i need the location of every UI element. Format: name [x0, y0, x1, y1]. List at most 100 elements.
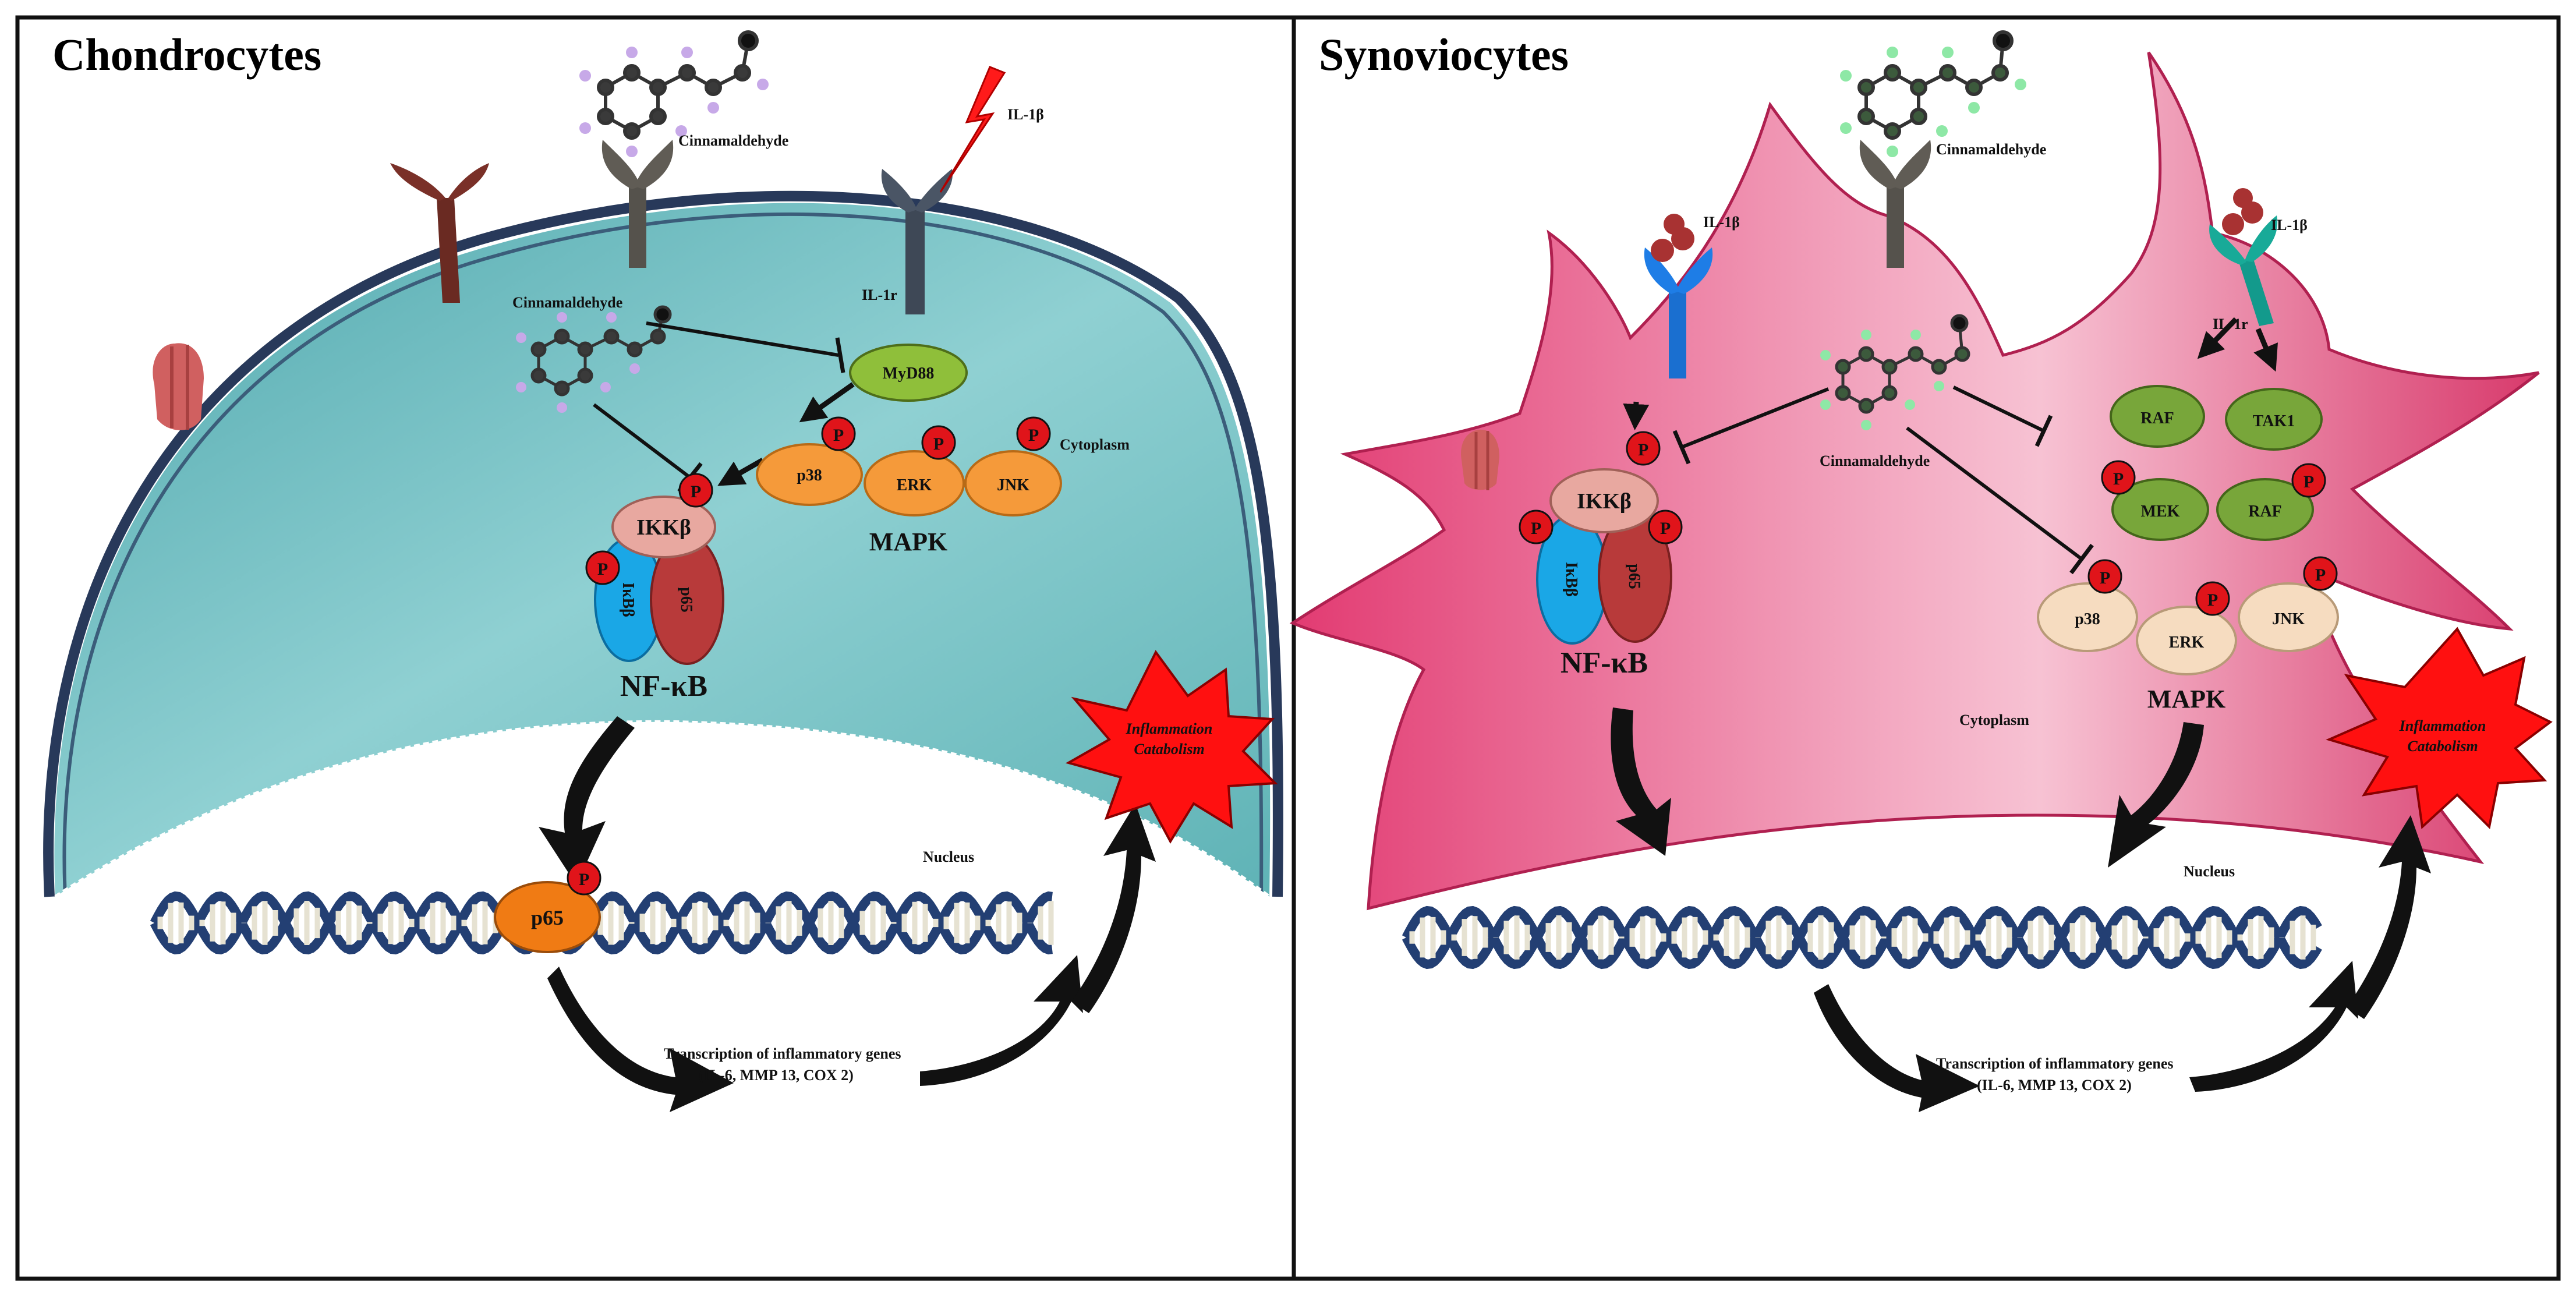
svg-text:Inflammation: Inflammation — [2399, 717, 2486, 734]
svg-text:RAF: RAF — [2140, 409, 2174, 427]
erk-node-right: ERK — [2136, 606, 2237, 675]
arrow-upregulation-to-inflammation-right — [2347, 815, 2431, 1019]
arrow-nfkb-to-nucleus-left — [539, 716, 635, 885]
inhibit-p38-line-right — [1906, 426, 2083, 561]
svg-text:p65: p65 — [677, 587, 695, 613]
svg-text:P: P — [579, 870, 589, 889]
inhibit-ikkb-bar-right — [1672, 430, 1691, 465]
chondrocyte-membrane-outer — [43, 190, 1283, 897]
svg-text:P: P — [2113, 469, 2124, 489]
inhibit-p38-bar-right — [2069, 543, 2094, 575]
receptor-left-brown — [390, 163, 489, 303]
p65-nuclear-node: p65 P — [494, 861, 601, 953]
phospho-p65-nuclear: P — [567, 861, 601, 896]
svg-text:IκBβ: IκBβ — [619, 582, 637, 617]
inhibit-ikkb-line — [593, 403, 691, 479]
arrow-transcription-to-upregulation-left — [920, 955, 1083, 1086]
svg-text:P: P — [1660, 519, 1671, 538]
arrow-nfkb-to-nucleus-right — [1611, 707, 1671, 856]
cinnamaldehyde-molecule-inner-right — [1820, 314, 1970, 430]
right-panel-frame — [1291, 15, 2561, 1281]
jnk-node-right: JNK — [2238, 582, 2339, 652]
tak1-node: TAK1 — [2225, 388, 2323, 451]
phospho-p65-right: P — [1648, 510, 1683, 544]
chondrocyte-nucleus — [55, 721, 1269, 1272]
svg-text:Catabolism: Catabolism — [1134, 741, 1204, 758]
inflammation-burst-right: Inflammation Catabolism — [2326, 627, 2553, 830]
il1-receptor-blue — [1644, 214, 1713, 378]
phospho-p38-left: P — [821, 416, 856, 451]
cinnamaldehyde-label-inner-left: Cinnamaldehyde — [512, 294, 622, 311]
transcription-label-right-2: (IL-6, MMP 13, COX 2) — [1977, 1077, 2132, 1094]
mapk-label-right: MAPK — [2147, 685, 2225, 713]
cinnamaldehyde-receptor-left — [601, 140, 674, 268]
svg-text:ERK: ERK — [897, 476, 932, 494]
svg-text:P: P — [597, 560, 608, 579]
svg-text:P: P — [2303, 472, 2314, 491]
svg-text:P: P — [1638, 440, 1648, 459]
transcription-label-left-1: Transcription of inflammatory genes — [664, 1045, 901, 1062]
nfkb-complex-right: IκBβ p65 IKKβ — [1536, 468, 1672, 645]
chondrocyte-membrane-inner — [62, 212, 1264, 897]
transcription-label-left-2: (IL-6, MMP 13, COX 2) — [699, 1067, 854, 1084]
svg-text:TAK1: TAK1 — [2253, 412, 2295, 430]
cytoplasm-label-left: Cytoplasm — [1060, 436, 1130, 453]
svg-text:IKKβ: IKKβ — [1577, 489, 1632, 514]
phospho-ikba-right: P — [1519, 510, 1554, 544]
p38-node-right: p38 — [2037, 582, 2138, 652]
jnk-node-left: JNK — [964, 450, 1062, 516]
receptor-barrel-right — [1461, 429, 1499, 490]
phospho-p38-right: P — [2087, 559, 2122, 594]
svg-text:Inflammation: Inflammation — [1126, 720, 1213, 737]
arrow-upregulation-to-inflammation-left — [1071, 804, 1156, 1013]
il1-receptor-left — [881, 169, 953, 314]
raf-node-2: RAF — [2216, 478, 2314, 541]
svg-text:p38: p38 — [2075, 610, 2100, 628]
svg-text:P: P — [2100, 568, 2110, 588]
svg-text:P: P — [1531, 519, 1541, 538]
svg-text:JNK: JNK — [997, 476, 1029, 494]
arrow-mapk-to-nucleus-right — [2108, 722, 2204, 868]
arrow-mapk-to-ikkb — [717, 458, 765, 486]
svg-text:RAF: RAF — [2248, 503, 2282, 521]
cinnamaldehyde-molecule-top-right — [1840, 30, 2026, 157]
svg-text:IκBβ: IκBβ — [1562, 562, 1580, 597]
cinnamaldehyde-label-top: Cinnamaldehyde — [678, 132, 788, 149]
cinnamaldehyde-label-inner-right: Cinnamaldehyde — [1820, 452, 1930, 469]
svg-text:Catabolism: Catabolism — [2407, 738, 2478, 755]
erk-node-left: ERK — [864, 450, 965, 516]
nfkb-label-right: NF-κB — [1561, 646, 1648, 680]
arrow-myd88-to-mapk — [799, 382, 855, 423]
cinnamaldehyde-molecule-top — [579, 30, 769, 157]
nfkb-label-left: NF-κB — [620, 670, 707, 703]
cinnamaldehyde-label-top-right: Cinnamaldehyde — [1936, 141, 2046, 158]
transcription-label-right-1: Transcription of inflammatory genes — [1936, 1055, 2174, 1072]
left-panel-title: Chondrocytes — [52, 29, 321, 80]
arrow-il1r-to-ikkb-right — [1623, 401, 1650, 430]
svg-text:p65: p65 — [531, 906, 564, 929]
il1b-label-right-b: IL-1β — [2271, 217, 2308, 233]
svg-text:JNK: JNK — [2272, 610, 2305, 628]
svg-text:ERK: ERK — [2169, 634, 2205, 652]
myd88-node: MyD88 — [849, 344, 968, 402]
svg-text:MEK: MEK — [2141, 503, 2180, 521]
ikkb-node-right — [1549, 468, 1659, 533]
arrow-il1r-to-raf — [2197, 317, 2238, 359]
inhibit-ikkb-line-right — [1680, 387, 1830, 449]
phospho-jnk-left: P — [1016, 416, 1051, 451]
il1b-lightning-icon — [939, 66, 1006, 193]
phospho-erk-right: P — [2195, 581, 2230, 616]
svg-text:P: P — [833, 426, 844, 445]
cinnamaldehyde-molecule-inner-left — [516, 305, 672, 413]
svg-text:P: P — [1028, 426, 1039, 445]
nuclear-envelope — [54, 720, 1271, 898]
svg-text:MyD88: MyD88 — [883, 365, 935, 383]
nucleus-label-left: Nucleus — [923, 848, 974, 865]
arrow-il1r-to-tak1 — [2253, 328, 2278, 372]
svg-text:P: P — [691, 482, 701, 501]
phospho-raf2: P — [2291, 463, 2326, 498]
svg-text:p38: p38 — [797, 466, 822, 484]
phospho-mek: P — [2101, 460, 2136, 495]
phospho-jnk-right: P — [2303, 556, 2338, 591]
